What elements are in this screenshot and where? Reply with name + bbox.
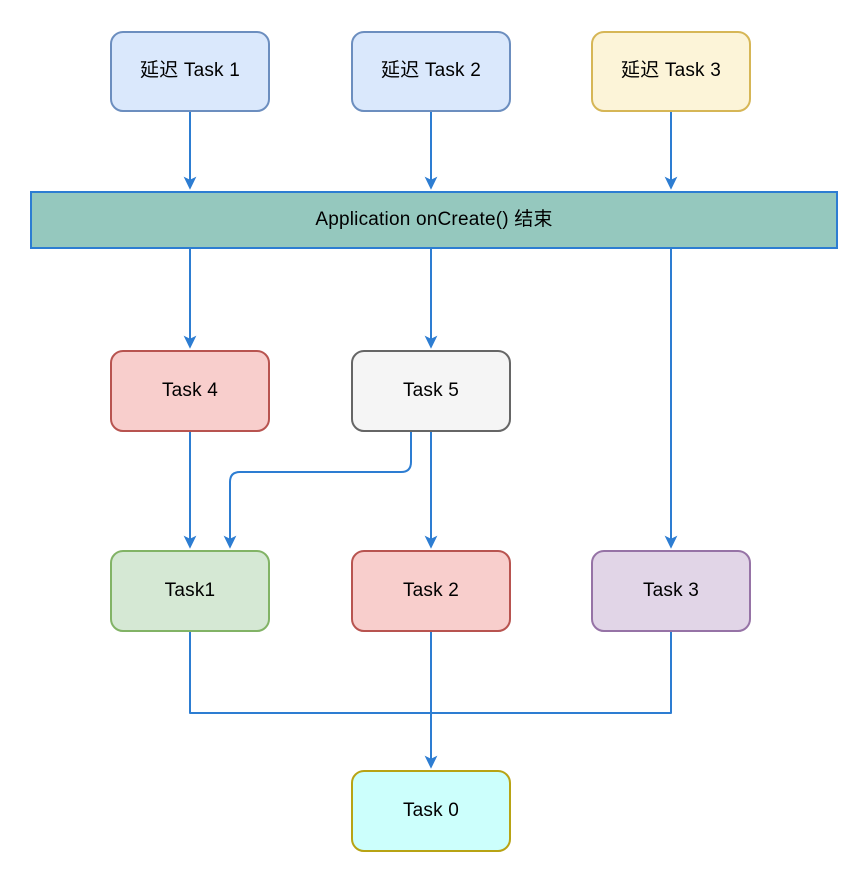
node-task4[interactable]: Task 4: [110, 350, 270, 432]
node-task0[interactable]: Task 0: [351, 770, 511, 852]
node-label: Task1: [164, 579, 216, 601]
node-delay3[interactable]: 延迟 Task 3: [591, 31, 751, 112]
node-label: 延迟 Task 3: [621, 60, 721, 82]
node-label: Task 0: [402, 799, 460, 821]
node-task3[interactable]: Task 3: [591, 550, 751, 632]
node-label: 延迟 Task 2: [381, 60, 481, 82]
node-task5[interactable]: Task 5: [351, 350, 511, 432]
node-label: Task 3: [642, 579, 700, 601]
node-task2[interactable]: Task 2: [351, 550, 511, 632]
edge-task5-to-task1: [223, 432, 412, 549]
node-oncreate[interactable]: Application onCreate() 结束: [30, 191, 838, 249]
node-delay1[interactable]: 延迟 Task 1: [110, 31, 270, 112]
edge-task3-to-task0: [431, 632, 672, 714]
node-label: Task 4: [161, 379, 219, 401]
node-label: Application onCreate() 结束: [315, 208, 553, 230]
edge-task1-to-task0: [189, 632, 431, 714]
node-label: Task 5: [402, 379, 460, 401]
node-task1[interactable]: Task1: [110, 550, 270, 632]
node-label: Task 2: [402, 579, 460, 601]
node-delay2[interactable]: 延迟 Task 2: [351, 31, 511, 112]
node-label: 延迟 Task 1: [140, 60, 240, 82]
